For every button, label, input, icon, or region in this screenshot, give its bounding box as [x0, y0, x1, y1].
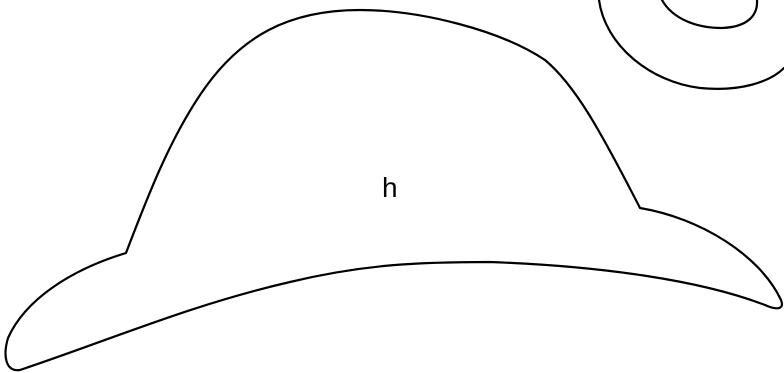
- spiral-inner: [660, 0, 759, 30]
- hat-label: h: [382, 172, 398, 203]
- spiral-outer: [597, 0, 784, 90]
- hat-outline: [4, 8, 784, 372]
